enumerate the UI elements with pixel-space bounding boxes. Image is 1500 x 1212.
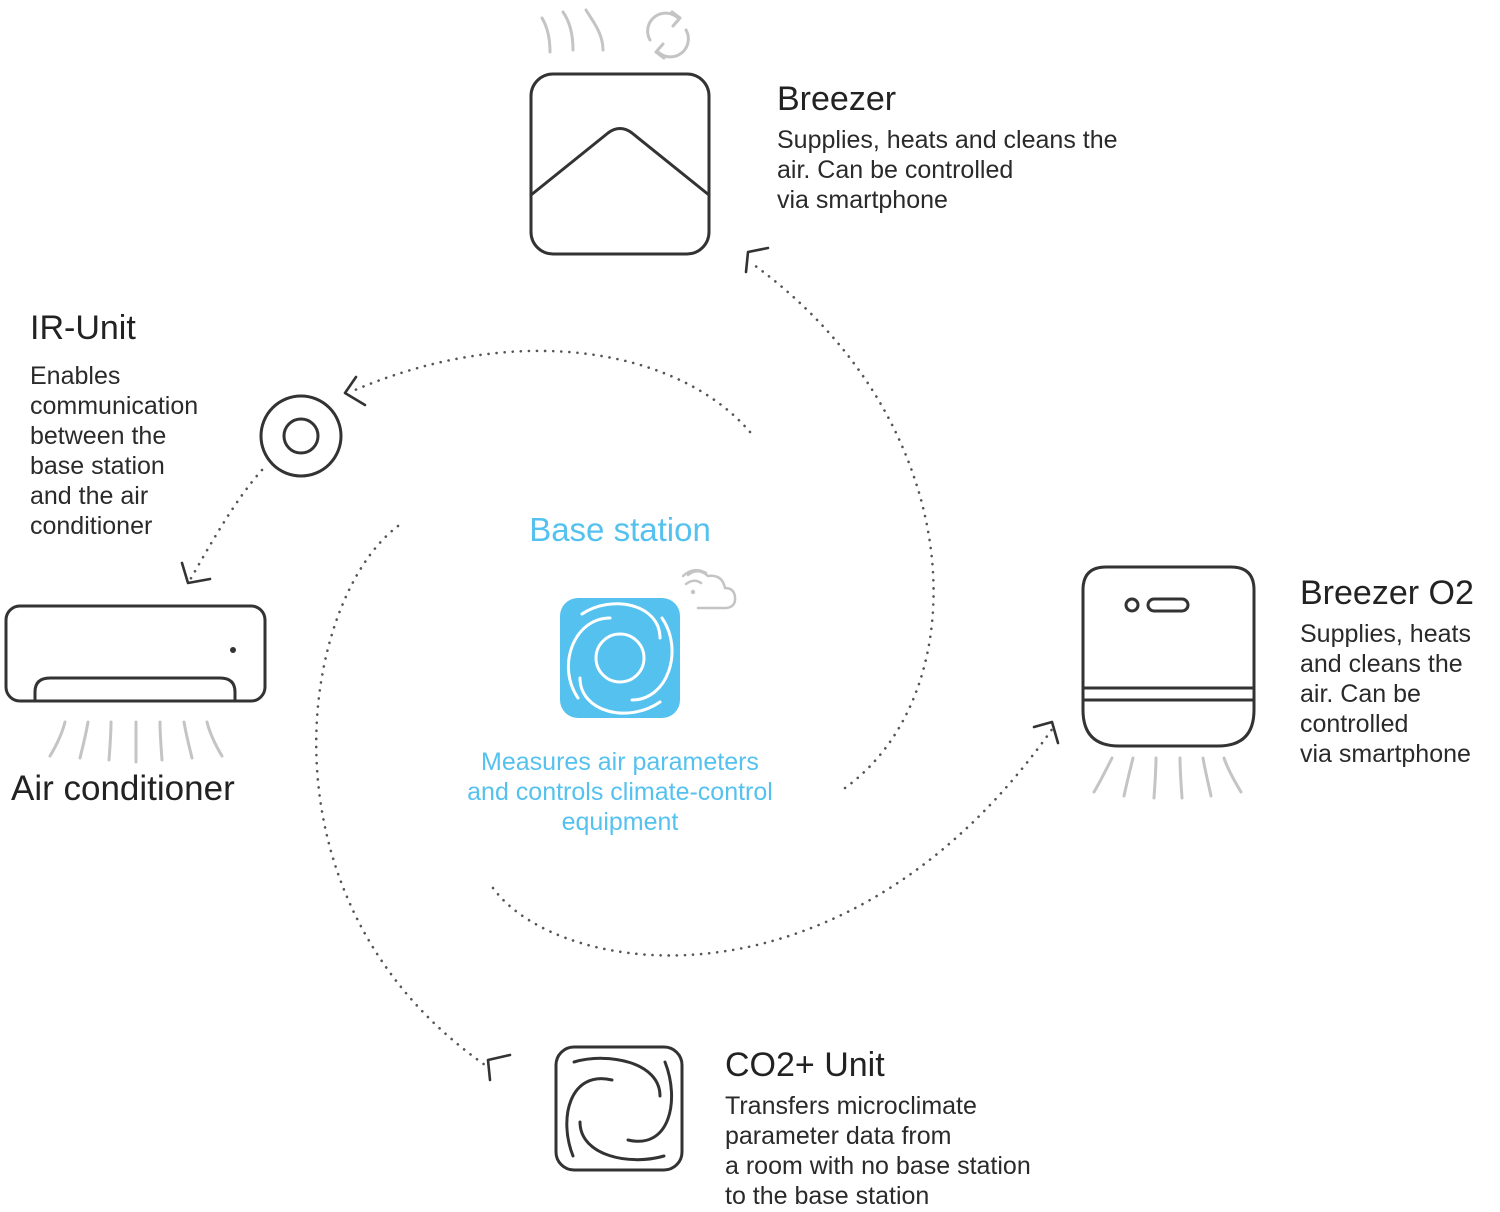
air-conditioner-device-icon <box>4 604 267 703</box>
breezer-description: Supplies, heats and cleans the air. Can … <box>777 126 1118 214</box>
flow-base-to-co2 <box>314 524 487 1067</box>
flow-base-to-breezer <box>748 260 935 790</box>
ir-unit-description: Enables communication between the base s… <box>30 362 199 540</box>
refresh-icon <box>646 10 690 60</box>
base-station-description: Measures air parameters and controls cli… <box>467 748 773 836</box>
breezer-o2-description: Supplies, heats and cleans the air. Can … <box>1300 620 1471 768</box>
flow-ir-to-ac <box>188 468 264 582</box>
arrow-to-air-conditioner <box>180 561 212 585</box>
breezer-title: Breezer <box>777 80 897 118</box>
co2-unit-device-icon <box>554 1045 684 1172</box>
air-conditioner-title: Air conditioner <box>11 769 235 808</box>
breezer-o2-title: Breezer O2 <box>1300 574 1474 612</box>
breezer-o2-device-icon <box>1081 565 1256 748</box>
breezer-o2-airflow-icon <box>1092 756 1243 800</box>
base-station-title: Base station <box>529 511 711 548</box>
base-station-device-icon <box>560 598 680 718</box>
arrow-to-ir-unit <box>343 375 367 407</box>
air-conditioner-airflow-icon <box>48 720 224 764</box>
wifi-cloud-icon <box>681 568 737 610</box>
arrow-to-breezer-o2 <box>1032 720 1060 745</box>
ir-unit-title: IR-Unit <box>30 309 136 347</box>
arrow-to-co2 <box>486 1053 512 1082</box>
ir-unit-device-icon <box>259 394 343 478</box>
flow-base-to-ir-unit <box>353 349 752 434</box>
breezer-device-icon <box>529 72 711 256</box>
breezer-airflow-icon <box>540 8 605 54</box>
arrow-to-breezer <box>744 246 770 274</box>
co2-unit-title: CO2+ Unit <box>725 1046 885 1084</box>
co2-unit-description: Transfers microclimate parameter data fr… <box>725 1092 1031 1210</box>
